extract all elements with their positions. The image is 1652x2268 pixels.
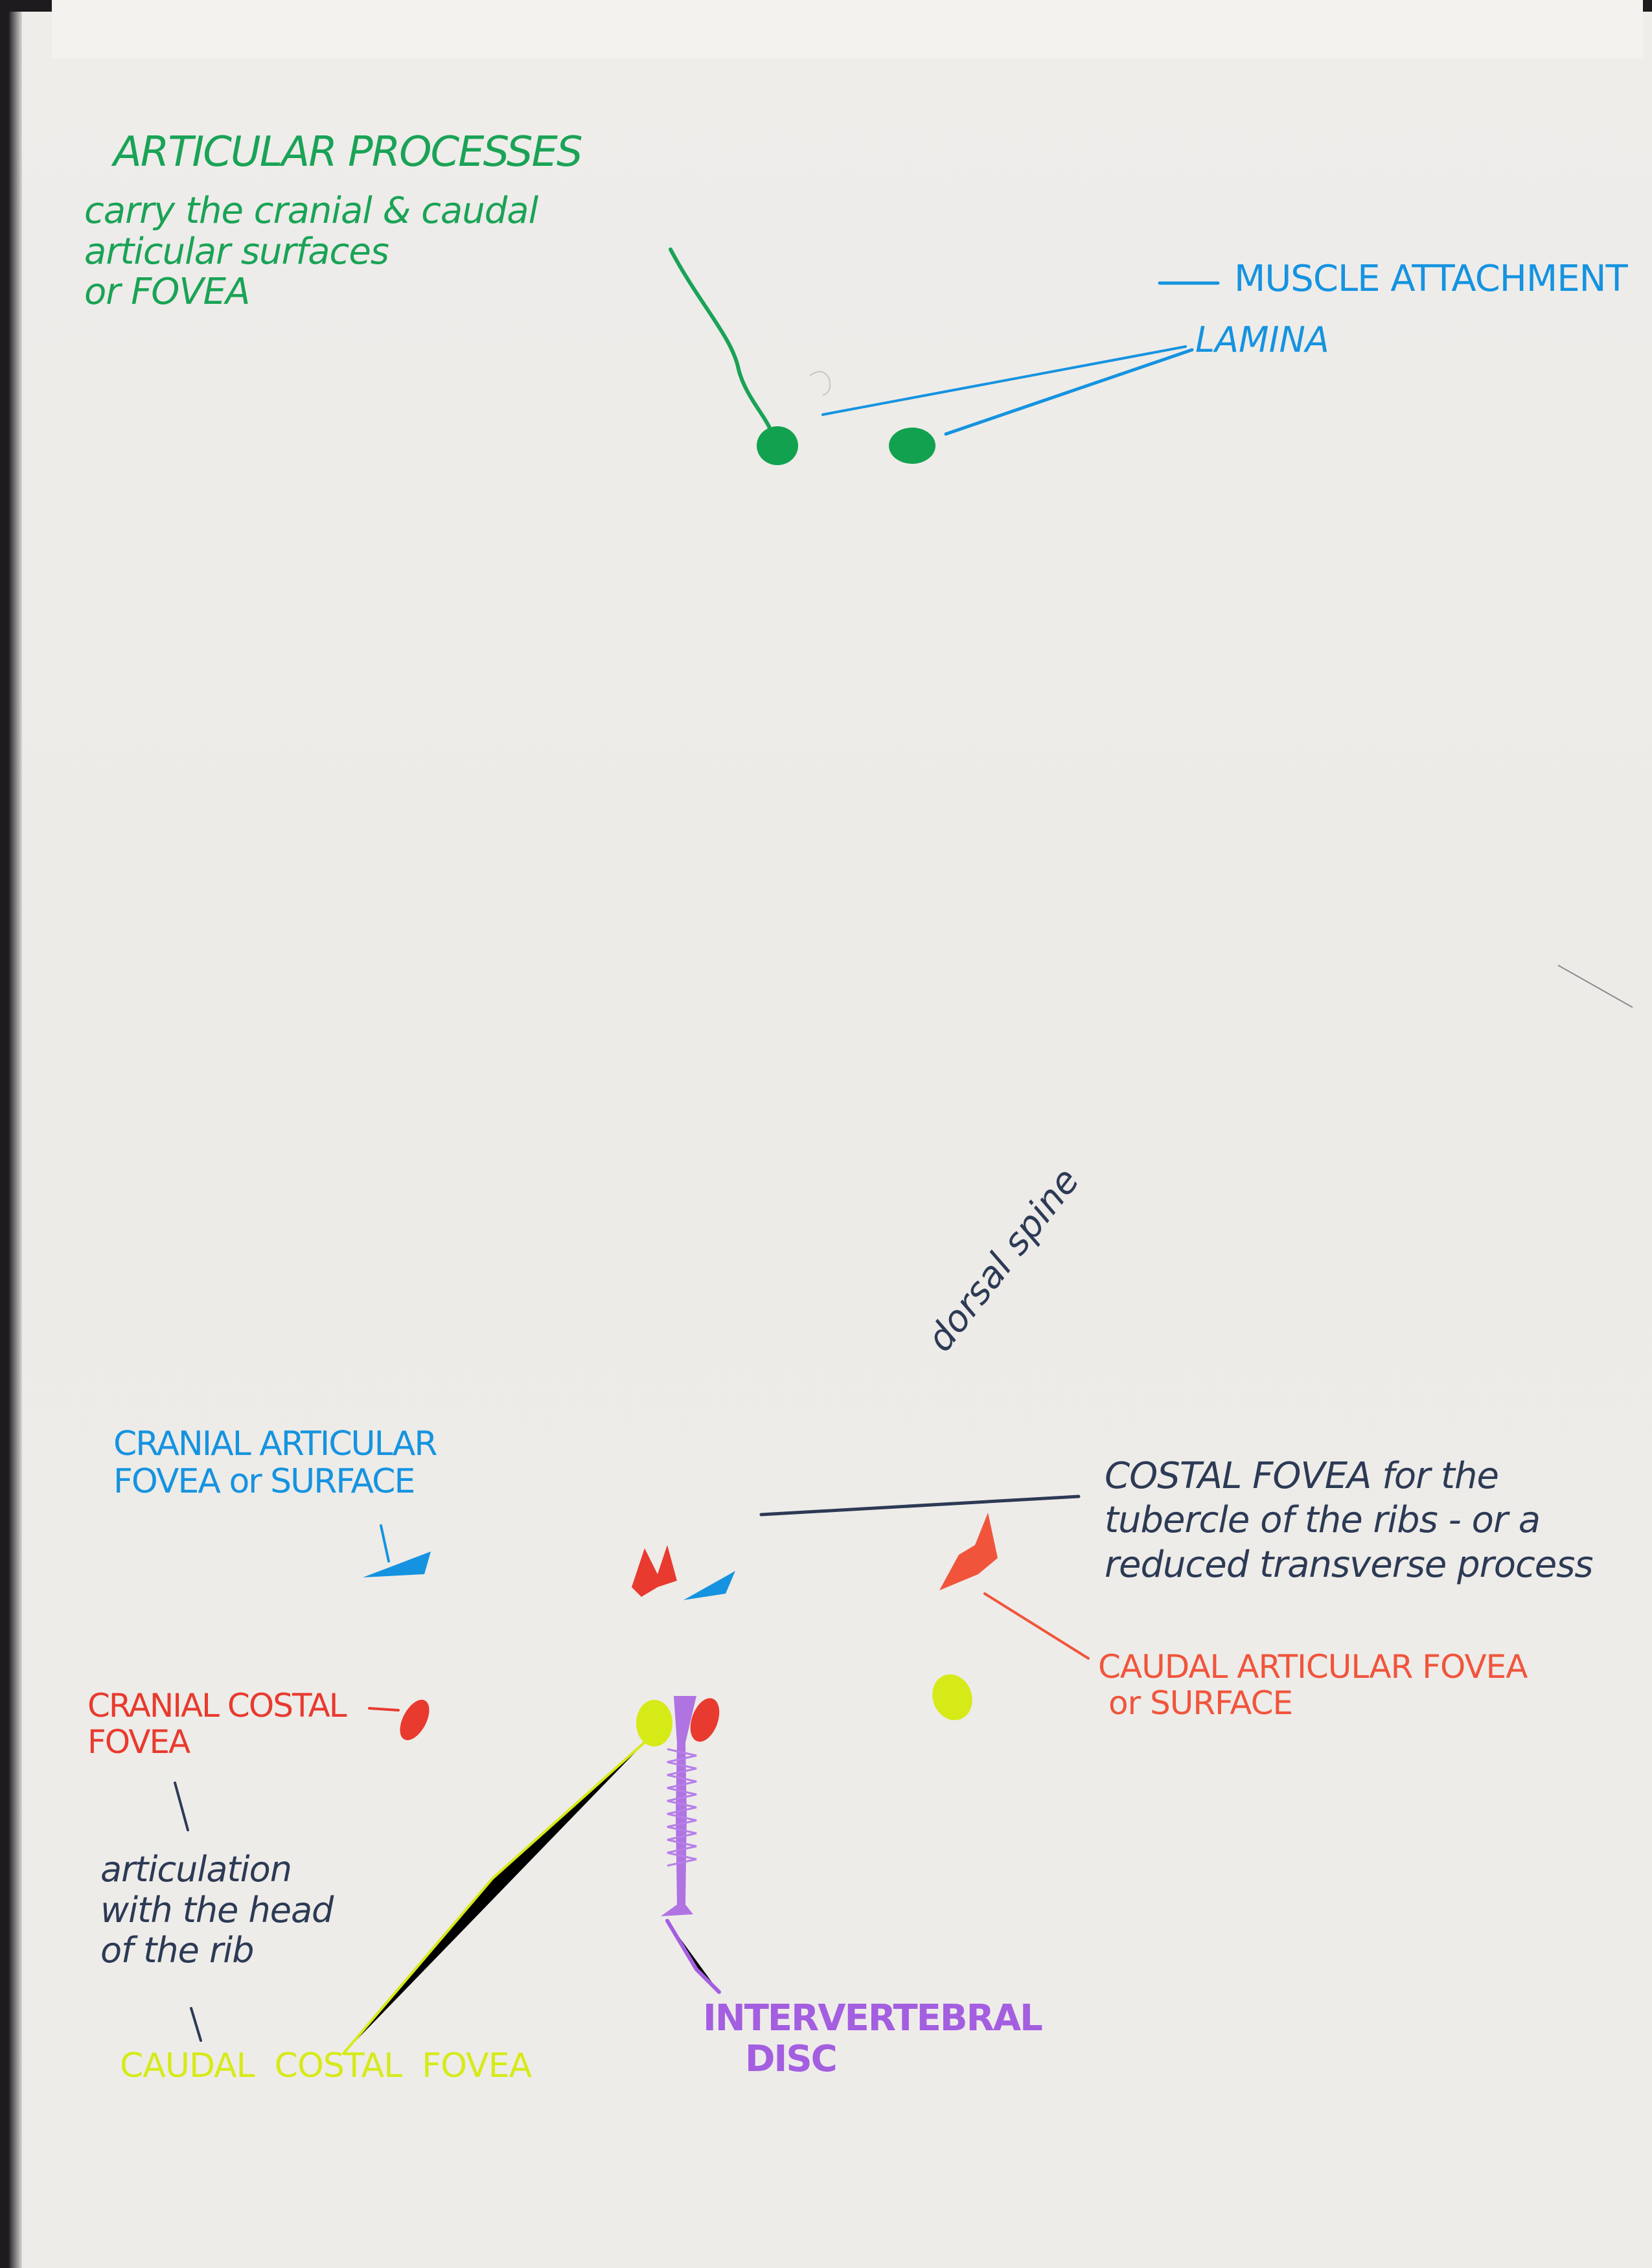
cranial-costal-connector <box>174 1781 189 1831</box>
articulation-label: articulation with the head of the rib <box>100 1849 334 1971</box>
costal-fovea-leader <box>759 1495 1081 1517</box>
muscle-attachment-label: MUSCLE ATTACHMENT <box>1234 258 1628 300</box>
caudal-articular-fovea-label: CAUDAL ARTICULAR FOVEA or SURFACE <box>1098 1648 1528 1722</box>
top-view-sketch <box>669 247 1220 465</box>
articular-process-left <box>757 426 798 465</box>
paper-left-edge <box>9 12 22 2268</box>
articular-processes-title: ARTICULAR PROCESSES <box>113 128 583 176</box>
cranial-costal-mark <box>400 1699 430 1741</box>
costal-fovea-line-2: tubercle of the ribs - or a <box>1105 1499 1541 1542</box>
cranial-costal-fovea-line-1: CRANIAL COSTAL <box>87 1687 347 1724</box>
cranial-articular-fovea-mark-left <box>363 1552 431 1577</box>
intervertebral-disc-line-1: INTERVERTEBRAL <box>703 1997 1043 2039</box>
cranial-costal-fovea-line-2: FOVEA <box>87 1723 190 1761</box>
articular-process-right <box>889 428 935 464</box>
cranial-costal-fovea-label: CRANIAL COSTAL FOVEA <box>87 1687 347 1761</box>
caudal-articular-fovea-line-2: or SURFACE <box>1108 1684 1293 1722</box>
articulation-line-3: of the rib <box>100 1930 254 1971</box>
articulation-line-1: articulation <box>100 1849 292 1890</box>
far-right-scribble <box>1557 965 1633 1008</box>
costal-fovea-label: COSTAL FOVEA for the tubercle of the rib… <box>1105 1454 1594 1587</box>
lamina-leader-right <box>944 348 1194 436</box>
cranial-costal-leader <box>368 1707 400 1712</box>
cranial-articular-fovea-line-2: FOVEA or SURFACE <box>113 1462 415 1502</box>
cranial-articular-fovea-label: CRANIAL ARTICULAR FOVEA or SURFACE <box>113 1425 437 1502</box>
articular-processes-line-3: or FOVEA <box>84 271 250 314</box>
faint-scribble <box>809 371 831 396</box>
caudal-costal-fovea-label: CAUDAL COSTAL FOVEA <box>120 2046 532 2085</box>
intervertebral-disc-line-2: DISC <box>745 2037 838 2080</box>
cranial-articular-fovea-leader <box>380 1524 390 1563</box>
articular-process-leader <box>669 247 773 433</box>
lamina-label: LAMINA <box>1195 319 1329 360</box>
intervertebral-disc-zigzag <box>667 1748 697 1867</box>
caudal-costal-mark-center <box>636 1700 672 1747</box>
caudal-articular-leader <box>983 1592 1090 1660</box>
costal-fovea-line-1: COSTAL FOVEA for the <box>1105 1455 1499 1497</box>
lamina-leader-left <box>821 345 1187 416</box>
intervertebral-disc-leader <box>665 1919 721 1994</box>
intervertebral-disc-mark <box>661 1696 696 1916</box>
caudal-costal-leader <box>342 1738 649 2055</box>
caudal-articular-fovea-line-1: CAUDAL ARTICULAR FOVEA <box>1098 1648 1528 1686</box>
cranial-costal-mark-center <box>690 1698 720 1742</box>
articular-processes-line-1: carry the cranial & caudal <box>84 190 538 232</box>
caudal-costal-mark-right <box>932 1674 972 1721</box>
articular-processes-description: carry the cranial & caudal articular sur… <box>84 190 538 314</box>
intervertebral-disc-label: INTERVERTEBRAL DISC <box>703 1997 1043 2080</box>
paper-sheet <box>9 12 1652 2268</box>
lateral-view-sketch <box>174 965 1633 2055</box>
cranial-articular-fovea-mark-center <box>683 1571 735 1600</box>
articulation-line-2: with the head <box>100 1889 334 1930</box>
paper-highlight <box>52 0 1643 58</box>
costal-fovea-line-3: reduced transverse process <box>1105 1543 1594 1586</box>
articular-processes-line-2: articular surfaces <box>84 230 389 273</box>
red-scribble-right <box>939 1513 998 1590</box>
cranial-articular-fovea-line-1: CRANIAL ARTICULAR <box>113 1425 437 1463</box>
red-scribble-left <box>632 1545 677 1597</box>
articulation-connector <box>190 2007 202 2042</box>
